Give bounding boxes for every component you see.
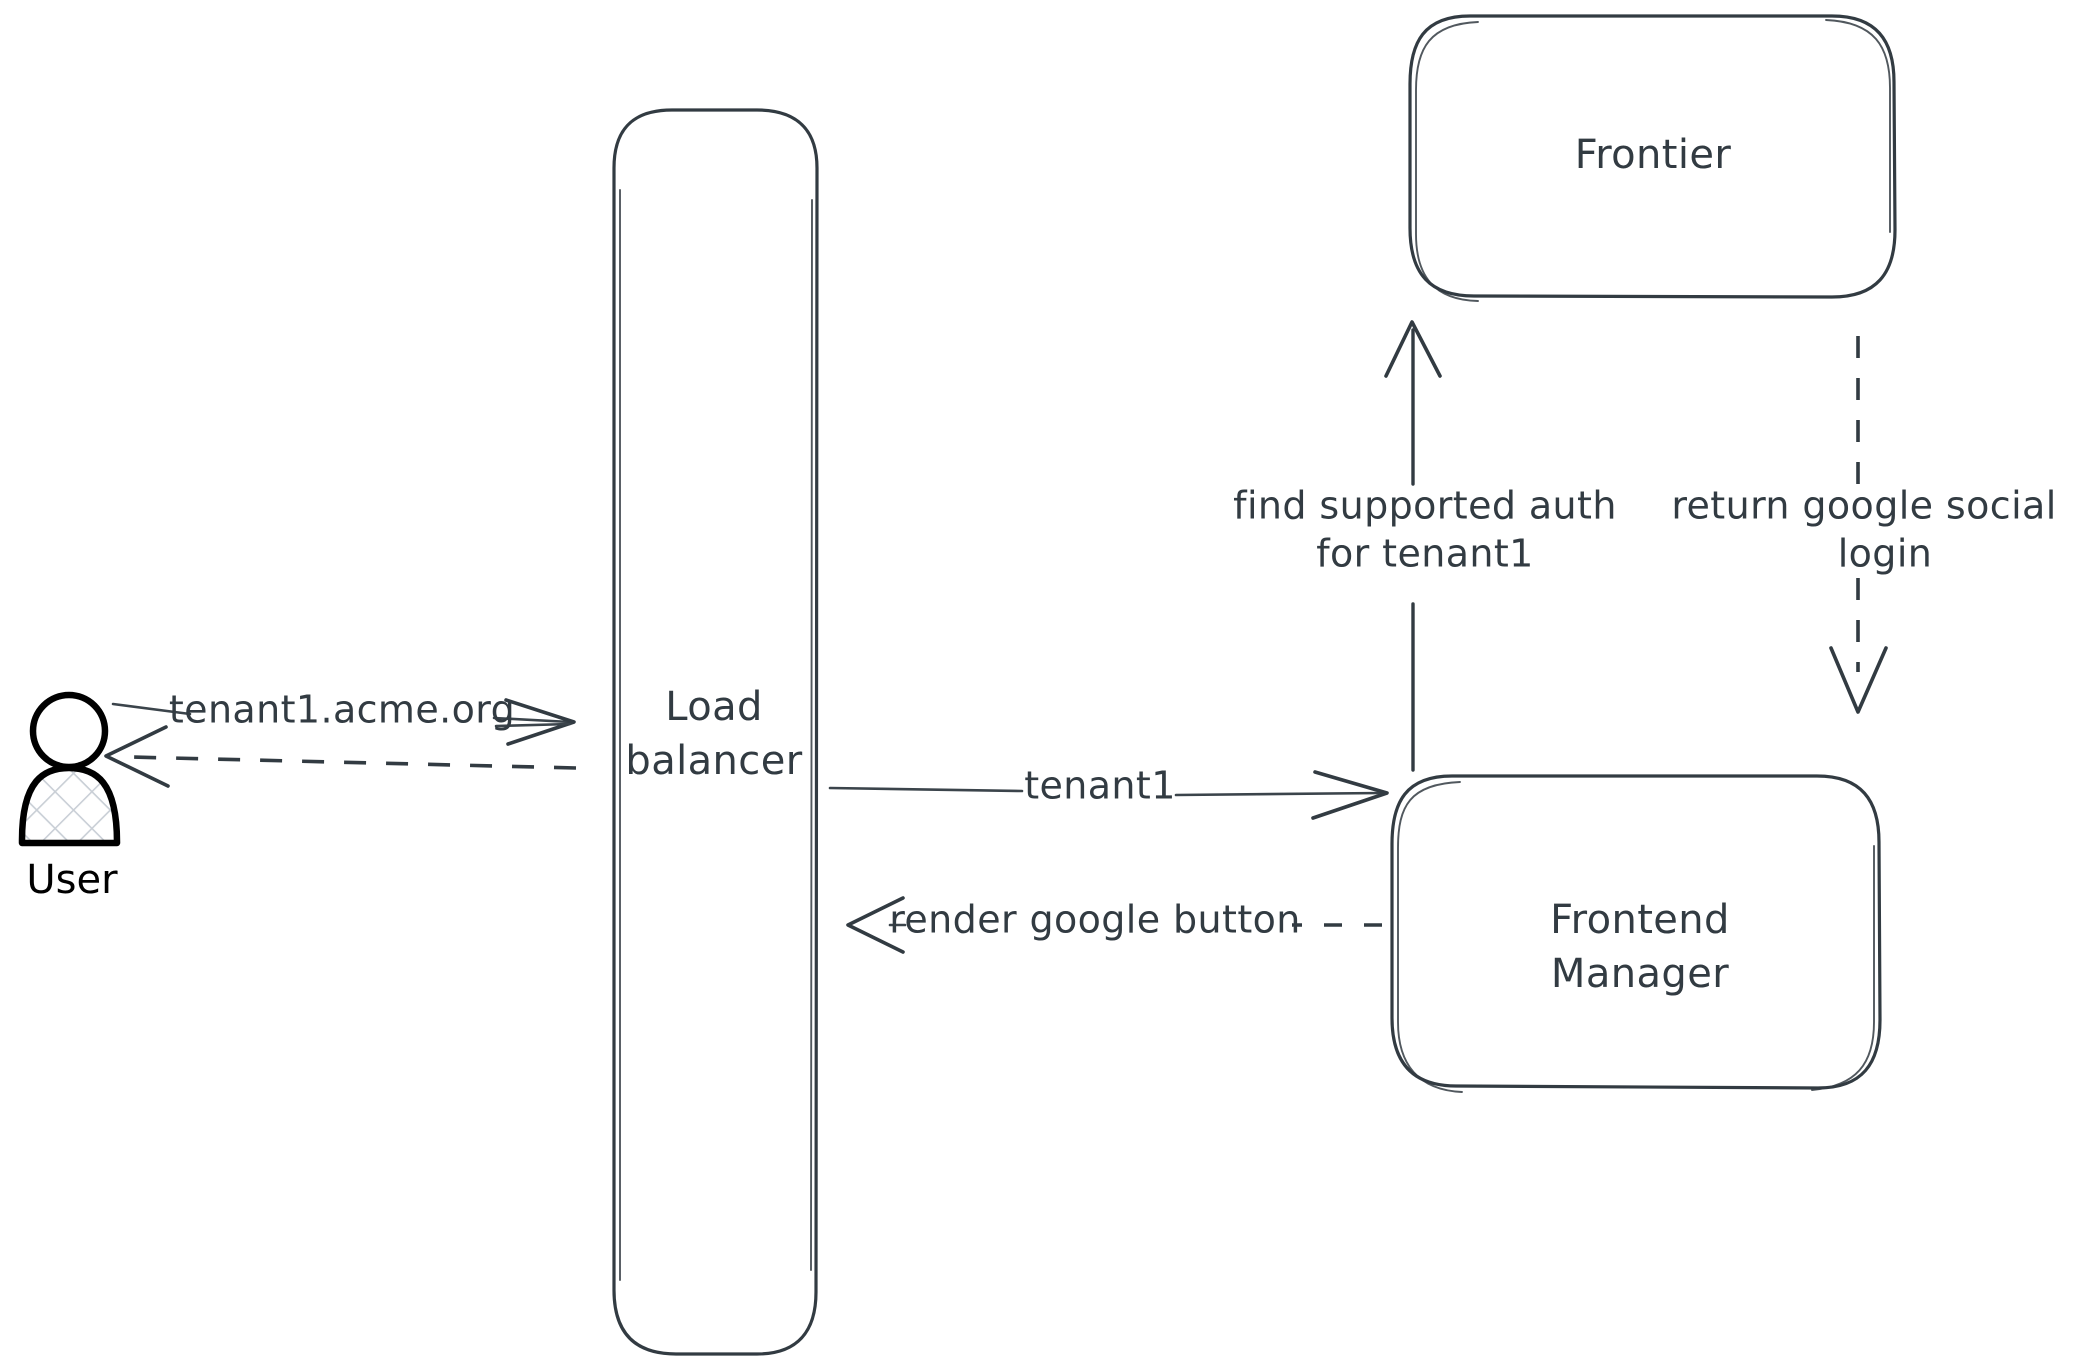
edge-user-to-lb-label: tenant1.acme.org (169, 688, 515, 732)
edge-fm-to-frontier-label-line1: find supported auth (1233, 484, 1617, 528)
edge-lb-to-fm-line-left (828, 786, 1024, 793)
load-balancer-label-line1: Load (665, 684, 763, 730)
user-head-icon (29, 691, 109, 771)
frontend-manager-label-line2: Manager (1551, 951, 1729, 997)
edge-user-to-lb-line-left (111, 702, 192, 716)
edge-frontend-manager-to-load-balancer[interactable]: render google button (846, 896, 1382, 954)
edge-lb-to-user-arrowhead (104, 725, 170, 788)
node-frontier[interactable]: Frontier (1408, 14, 1897, 302)
load-balancer-sketch-line-right (810, 199, 813, 1271)
frontier-sketch-line (1415, 21, 1479, 302)
edge-lb-to-fm-arrowhead (1311, 770, 1389, 820)
frontend-manager-label-line1: Frontend (1550, 897, 1730, 943)
edge-fm-to-frontier-label-line2: for tenant1 (1316, 532, 1534, 576)
edge-lb-to-fm-label: tenant1 (1024, 764, 1176, 808)
load-balancer-label-line2: balancer (625, 738, 802, 784)
load-balancer-shape (612, 108, 819, 1356)
frontier-sketch-line-right (1825, 19, 1891, 233)
edge-frontend-manager-to-frontier[interactable]: find supported auth for tenant1 (1233, 320, 1617, 772)
edge-fm-to-frontier-arrowhead (1384, 320, 1442, 378)
edge-frontier-to-frontend-manager[interactable]: return google social login (1671, 336, 2056, 714)
edge-frontier-to-fm-arrowhead (1829, 646, 1888, 714)
node-user[interactable]: User (18, 691, 121, 903)
edge-lb-to-fm-line-right (1174, 791, 1384, 797)
edge-user-to-lb-line-right-2 (494, 722, 572, 728)
frontend-manager-sketch-line (1397, 781, 1463, 1093)
frontend-manager-shape (1390, 774, 1882, 1090)
edge-fm-to-lb-arrowhead (846, 896, 905, 954)
frontend-manager-sketch-line-right (1811, 845, 1875, 1091)
edge-load-balancer-to-user[interactable] (104, 725, 577, 788)
frontier-shape (1408, 14, 1897, 299)
edge-user-to-lb-line-right (492, 716, 572, 724)
node-load-balancer[interactable]: Load balancer (612, 108, 819, 1356)
edge-user-to-load-balancer[interactable]: tenant1.acme.org (111, 688, 576, 746)
frontier-label: Frontier (1575, 132, 1732, 178)
edge-load-balancer-to-frontend-manager[interactable]: tenant1 (828, 764, 1389, 820)
edge-lb-to-user-line (129, 755, 577, 770)
edge-frontier-to-fm-label-line1: return google social (1671, 484, 2056, 528)
node-frontend-manager[interactable]: Frontend Manager (1390, 774, 1882, 1093)
user-body-icon (18, 764, 121, 847)
node-user-label: User (26, 857, 118, 903)
edge-frontier-to-fm-label-line2: login (1838, 532, 1933, 576)
edge-user-to-lb-arrowhead (504, 698, 576, 746)
edge-fm-to-lb-label: render google button (889, 898, 1301, 942)
